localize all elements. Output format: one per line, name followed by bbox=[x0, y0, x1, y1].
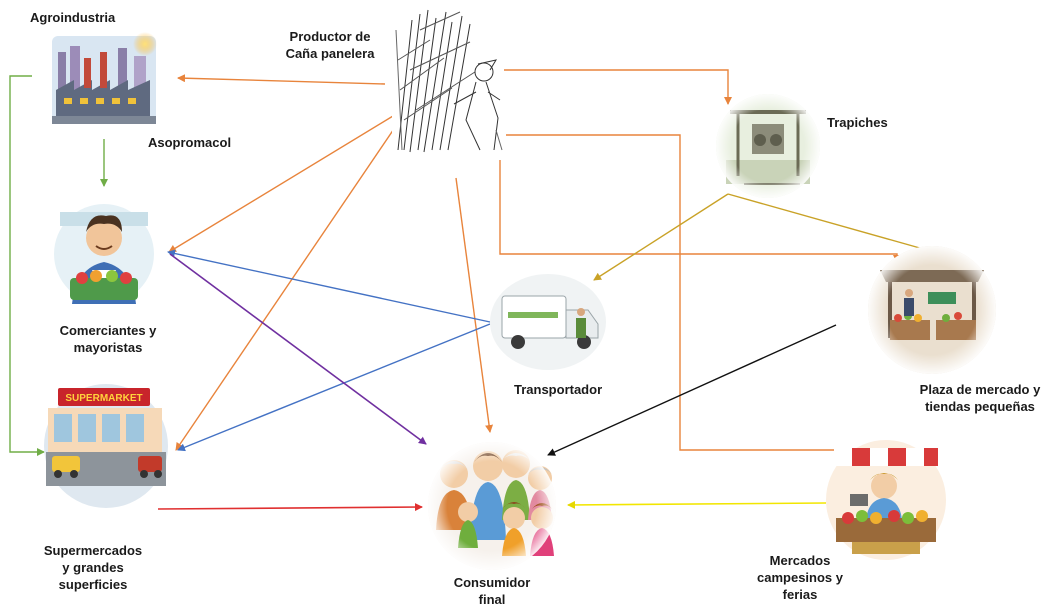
arrow-agroindustria-supermercados bbox=[9, 75, 45, 456]
productor-label: Productor de Caña panelera bbox=[276, 28, 384, 62]
plaza-label-line1: Plaza de mercado y bbox=[919, 382, 1041, 397]
mercados-illustration bbox=[826, 440, 946, 560]
comerciantes-illustration bbox=[54, 204, 154, 304]
arrow-supermercados-consumidor bbox=[157, 503, 423, 512]
arrow-productor-supermercados bbox=[175, 119, 401, 451]
productor-label-line1: Productor de bbox=[289, 29, 371, 44]
supermercados-label: Supermercados y grandes superficies bbox=[38, 542, 148, 593]
trapiches-label: Trapiches bbox=[827, 115, 888, 130]
supermercados-label-line2: y grandes bbox=[62, 560, 124, 575]
arrow-productor-agroindustria bbox=[177, 74, 386, 85]
plaza-label: Plaza de mercado y tiendas pequeñas bbox=[910, 381, 1050, 415]
arrow-trapiches-plaza bbox=[727, 193, 935, 254]
arrows bbox=[9, 69, 935, 512]
productor-label-line2: Caña panelera bbox=[285, 46, 375, 61]
agroindustria-label: Agroindustria bbox=[30, 10, 116, 25]
transportador-label: Transportador bbox=[514, 382, 603, 397]
arrow-transportador-comerciantes bbox=[167, 249, 491, 323]
arrow-transportador-supermercados bbox=[177, 323, 491, 452]
comerciantes-label: Comerciantes y mayoristas bbox=[52, 322, 164, 356]
comerciantes-label-line2: mayoristas bbox=[73, 340, 143, 355]
supermarket-sign-text: SUPERMARKET bbox=[65, 393, 142, 404]
mercados-label-line2: campesinos y bbox=[757, 570, 843, 585]
arrow-productor-comerciantes bbox=[168, 115, 394, 253]
arrow-comerciantes-consumidor bbox=[169, 253, 427, 445]
supermercados-label-line1: Supermercados bbox=[43, 543, 143, 558]
supermercados-label-line3: superficies bbox=[58, 577, 128, 592]
transportador-illustration bbox=[490, 274, 606, 370]
trapiches-illustration bbox=[716, 94, 820, 198]
arrow-mercados-consumidor bbox=[567, 500, 827, 509]
mercados-label-line1: Mercados bbox=[769, 553, 831, 568]
productor-illustration bbox=[392, 8, 504, 156]
supermercados-illustration: SUPERMARKET bbox=[44, 384, 168, 508]
plaza-illustration bbox=[868, 246, 996, 374]
consumidor-label: Consumidor final bbox=[440, 574, 544, 608]
asopromacol-label: Asopromacol bbox=[148, 135, 232, 150]
mercados-label-line3: ferias bbox=[782, 587, 818, 602]
comerciantes-label-line1: Comerciantes y bbox=[59, 323, 157, 338]
arrow-trapiches-transportador bbox=[593, 193, 729, 281]
plaza-label-line2: tiendas pequeñas bbox=[925, 399, 1035, 414]
consumidor-label-line1: Consumidor bbox=[453, 575, 531, 590]
consumidor-illustration bbox=[428, 442, 556, 570]
arrow-productor-plaza bbox=[499, 160, 901, 263]
arrow-productor-trapiches bbox=[500, 69, 732, 105]
arrow-productor-consumidor bbox=[455, 177, 494, 433]
agroindustria-illustration bbox=[52, 32, 157, 124]
consumidor-label-line2: final bbox=[478, 592, 506, 607]
mercados-label: Mercados campesinos y ferias bbox=[748, 552, 852, 603]
arrow-plaza-consumidor bbox=[547, 324, 837, 456]
